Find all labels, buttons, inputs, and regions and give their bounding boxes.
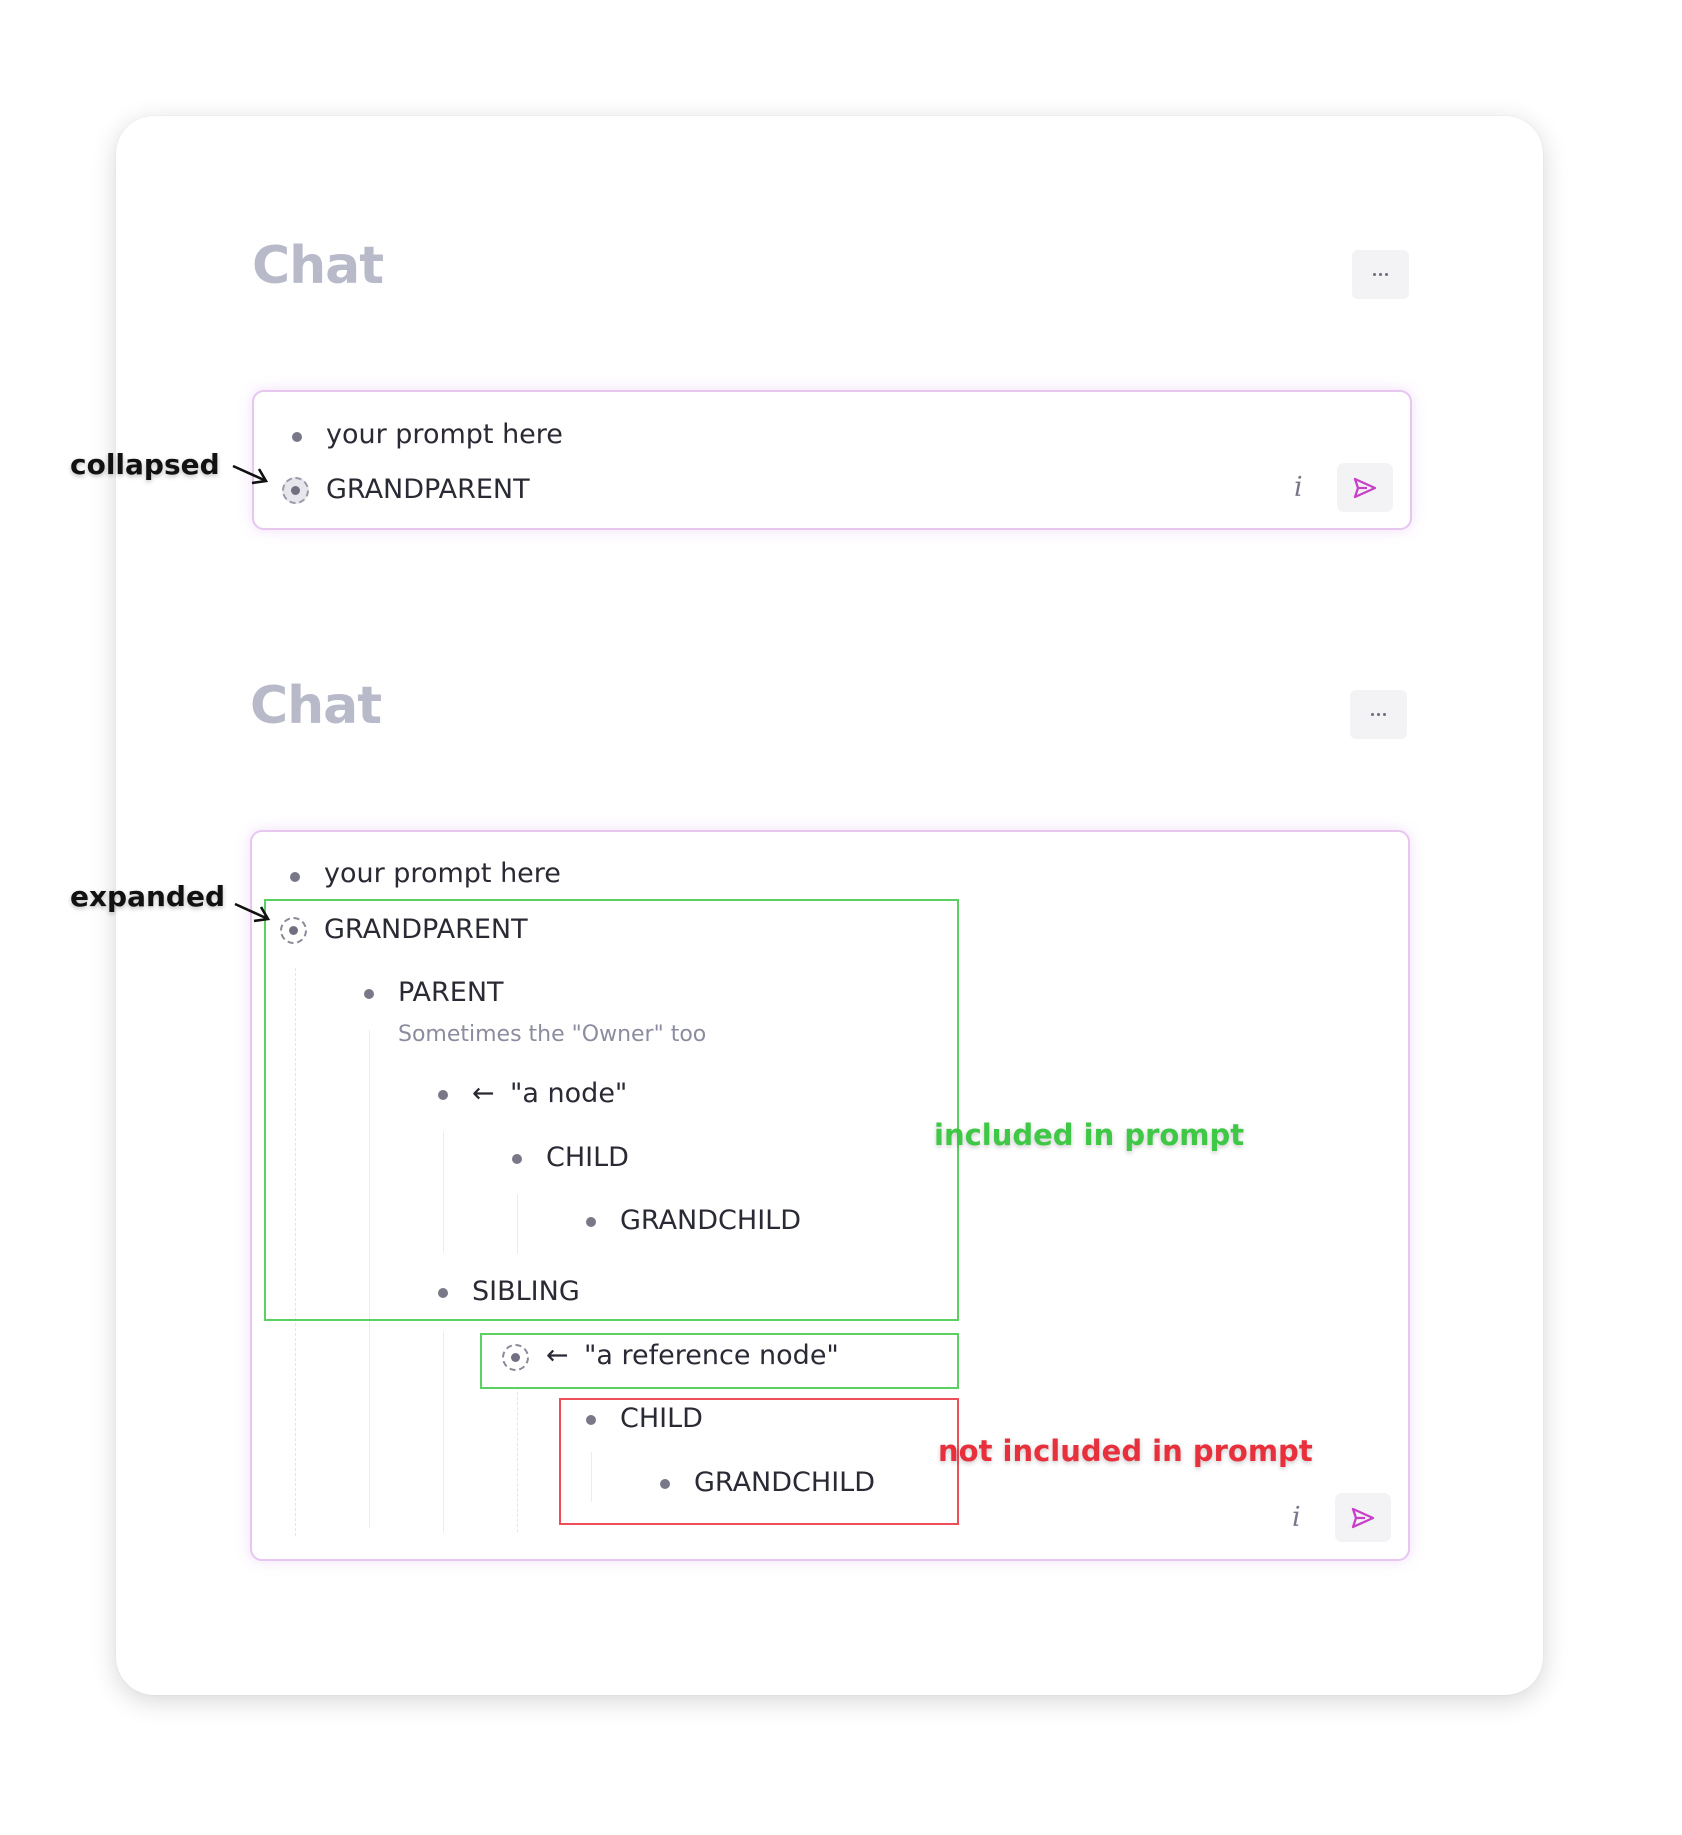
child-node[interactable]: CHILD: [546, 1142, 629, 1173]
tree-guide: [517, 1387, 518, 1532]
chat-title: Chat: [252, 236, 384, 296]
grandchild-node[interactable]: GRANDCHILD: [620, 1205, 801, 1236]
info-icon[interactable]: i: [1292, 1502, 1301, 1533]
send-icon: [1353, 477, 1377, 498]
more-options-button[interactable]: [1350, 690, 1407, 739]
chat-input-panel[interactable]: your prompt here GRANDPARENT i: [252, 390, 1412, 530]
more-icon: [1371, 713, 1374, 716]
bullet: [364, 989, 374, 999]
bullet: [290, 872, 300, 882]
expanded-arrow: [234, 902, 271, 923]
send-button[interactable]: [1335, 1493, 1391, 1542]
tree-guide: [517, 1194, 518, 1254]
reference-node-icon[interactable]: [502, 1344, 529, 1371]
expanded-annotation: expanded: [70, 880, 225, 913]
bullet: [292, 432, 302, 442]
reference-arrow: ←: [546, 1340, 569, 1371]
reference-arrow: ←: [472, 1078, 495, 1109]
included-annotation: included in prompt: [934, 1118, 1245, 1152]
reference-node-icon[interactable]: [282, 477, 309, 504]
more-options-button[interactable]: [1352, 250, 1409, 299]
ref-child-node[interactable]: CHILD: [620, 1403, 703, 1434]
bullet: [438, 1090, 448, 1100]
tree-guide: [443, 1132, 444, 1252]
prompt-text[interactable]: your prompt here: [326, 419, 563, 450]
included-box: [264, 899, 959, 1321]
grandparent-node[interactable]: GRANDPARENT: [326, 474, 530, 505]
send-icon: [1351, 1507, 1375, 1528]
prompt-text[interactable]: your prompt here: [324, 858, 561, 889]
collapsed-arrow: [232, 464, 269, 485]
not-included-annotation: not included in prompt: [938, 1434, 1313, 1468]
info-icon[interactable]: i: [1294, 472, 1303, 503]
parent-description: Sometimes the "Owner" too: [398, 1022, 707, 1047]
bullet: [586, 1217, 596, 1227]
bullet: [586, 1415, 596, 1425]
tree-guide: [295, 968, 296, 1536]
more-icon: [1373, 273, 1376, 276]
sibling-node[interactable]: SIBLING: [472, 1276, 580, 1307]
ref-grandchild-node[interactable]: GRANDCHILD: [694, 1467, 875, 1498]
included-box: [480, 1333, 959, 1389]
not-included-box: [559, 1398, 959, 1525]
chat-input-panel[interactable]: your prompt here GRANDPARENT PARENT Some…: [250, 830, 1410, 1561]
chat-title: Chat: [250, 676, 382, 736]
a-node[interactable]: "a node": [510, 1078, 628, 1109]
send-button[interactable]: [1337, 463, 1393, 512]
bullet: [438, 1288, 448, 1298]
tree-guide: [443, 1332, 444, 1532]
collapsed-annotation: collapsed: [70, 448, 220, 481]
bullet: [512, 1154, 522, 1164]
parent-node[interactable]: PARENT: [398, 977, 504, 1008]
tree-guide: [591, 1452, 592, 1502]
grandparent-node[interactable]: GRANDPARENT: [324, 914, 528, 945]
reference-node-icon[interactable]: [280, 917, 307, 944]
bullet: [660, 1479, 670, 1489]
tree-guide: [369, 1030, 370, 1528]
reference-node[interactable]: "a reference node": [584, 1340, 839, 1371]
